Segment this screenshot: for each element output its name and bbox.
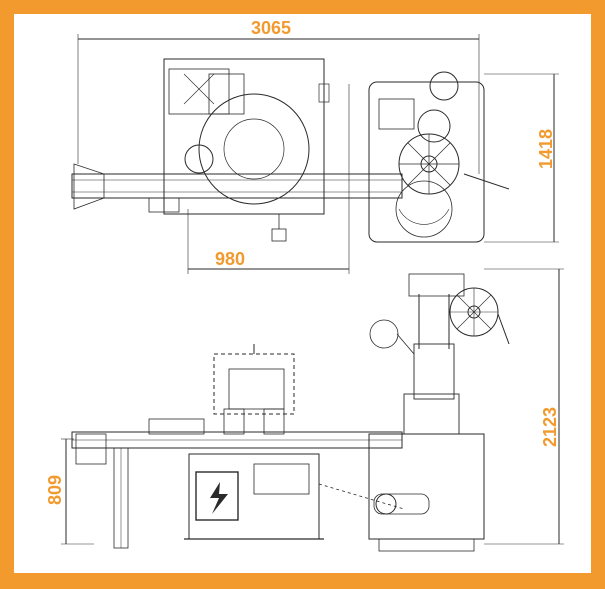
dimension-top-view-depth: 1418 [536, 128, 556, 170]
capper-base [368, 433, 485, 540]
main-turret-top [198, 93, 310, 205]
dimension-conveyor-height: 809 [45, 474, 65, 506]
lightning-bolt-icon [210, 482, 228, 514]
dimension-overall-length: 3065 [251, 18, 292, 38]
electrical-panel [195, 471, 239, 521]
top-view [71, 34, 559, 274]
conveyor-top [71, 173, 403, 199]
cap-hopper-top [429, 71, 459, 101]
capper-body-top [368, 81, 485, 243]
front-view [61, 268, 564, 552]
filler-head [213, 353, 295, 415]
filler-body-top [163, 58, 325, 215]
capper-column [413, 343, 455, 400]
technical-drawing [61, 34, 564, 552]
dimension-overall-height: 2123 [540, 406, 560, 448]
dimension-conveyor-offset: 980 [215, 249, 246, 269]
drawing-sheet: 3065 1418 980 2123 809 [14, 14, 591, 573]
infeed-star-top [184, 144, 214, 174]
